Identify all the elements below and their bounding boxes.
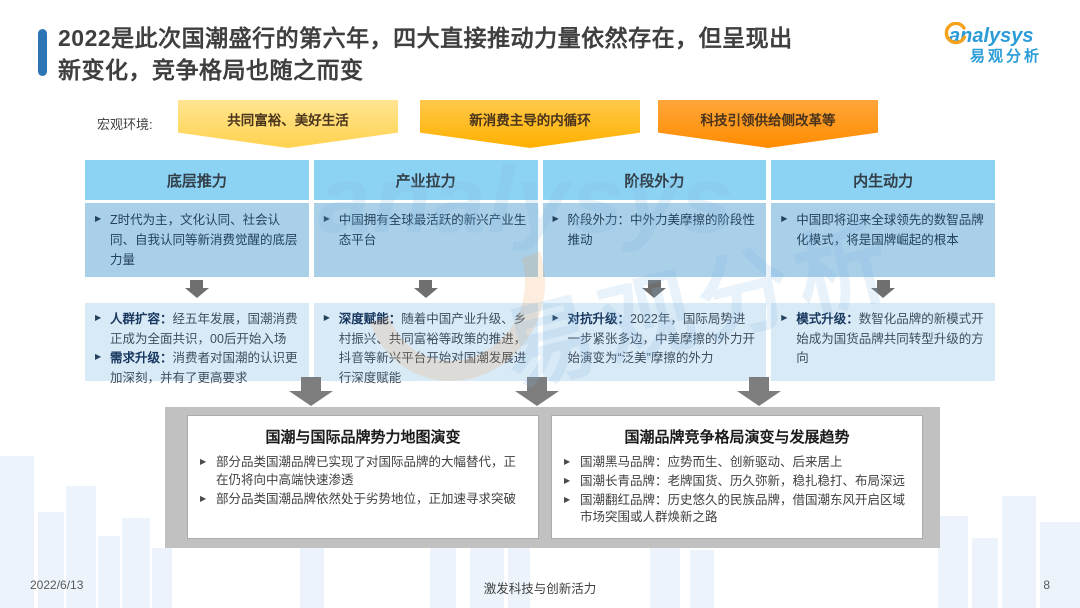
flow-arrows	[85, 377, 995, 407]
bullet-arrow-icon: ▶	[200, 457, 207, 466]
logo-wordmark: analysys	[944, 22, 1034, 48]
macro-banner-new-consumption: 新消费主导的内循环	[420, 100, 640, 148]
column-header-industry-pull: 产业拉力	[313, 160, 538, 200]
logo-swoosh-icon	[944, 22, 967, 45]
footer-date: 2022/6/13	[30, 578, 84, 592]
force-cell: ▶中国拥有全球最活跃的新兴产业生态平台	[313, 203, 538, 277]
outcome-box-brand-map: 国潮与国际品牌势力地图演变 ▶部分品类国潮品牌已实现了对国际品牌的大幅替代，正在…	[187, 415, 539, 539]
force-cell: ▶Z时代为主，文化认同、社会认同、自我认同等新消费觉醒的底层力量	[85, 203, 309, 277]
down-arrow-icon	[515, 377, 559, 406]
bullet-arrow-icon: ▶	[323, 214, 330, 223]
title-accent-bar	[38, 29, 47, 76]
down-arrow-icon	[413, 280, 438, 298]
bullet-arrow-icon: ▶	[564, 494, 571, 504]
bullet-arrow-icon: ▶	[552, 313, 559, 322]
bullet-arrow-icon: ▶	[323, 313, 330, 322]
page-title: 2022是此次国潮盛行的第六年，四大直接推动力量依然存在，但呈现出新变化，竞争格…	[58, 25, 793, 83]
macro-banner-tech-supply-reform: 科技引领供给侧改革等	[658, 100, 878, 148]
banner-text: 科技引领供给侧改革等	[700, 113, 836, 128]
bullet-arrow-icon: ▶	[95, 313, 102, 322]
bullet-arrow-icon: ▶	[200, 493, 207, 503]
bullet-arrow-icon: ▶	[95, 352, 102, 361]
bullet-arrow-icon: ▶	[564, 475, 571, 485]
outcome-panel: 国潮与国际品牌势力地图演变 ▶部分品类国潮品牌已实现了对国际品牌的大幅替代，正在…	[165, 407, 940, 548]
macro-env-label: 宏观环境:	[97, 117, 153, 132]
banner-text: 共同富裕、美好生活	[227, 113, 349, 128]
banner-text: 新消费主导的内循环	[469, 113, 591, 128]
change-cell: ▶人群扩容：经五年发展，国潮消费正成为全面共识，00后开始入场 ▶需求升级：消费…	[85, 303, 309, 385]
force-cell: ▶阶段外力：中外力美摩擦的阶段性推动	[542, 203, 767, 277]
outcome-box-competition-trend: 国潮品牌竞争格局演变与发展趋势 ▶国潮黑马品牌：应势而生、创新驱动、后来居上 ▶…	[551, 415, 923, 539]
outcome-box-title: 国潮与国际品牌势力地图演变	[265, 429, 461, 446]
bullet-arrow-icon: ▶	[95, 214, 102, 223]
change-cell: ▶深度赋能：随着中国产业升级、乡村振兴、共同富裕等政策的推进，抖音等新兴平台开始…	[313, 303, 538, 385]
down-arrow-icon	[184, 280, 209, 298]
force-cell: ▶中国即将迎来全球领先的数智品牌化模式，将是国牌崛起的根本	[771, 203, 995, 277]
column-header-stage-external: 阶段外力	[542, 160, 767, 200]
page-number: 8	[1043, 578, 1050, 592]
change-cell: ▶对抗升级：2022年，国际局势进一步紧张多边，中美摩擦的外力开始演变为“泛美”…	[542, 303, 767, 381]
outcome-box-title: 国潮品牌竞争格局演变与发展趋势	[624, 429, 850, 446]
column-header-bottom-push: 底层推力	[85, 160, 309, 200]
down-arrow-icon	[737, 377, 781, 406]
bullet-arrow-icon: ▶	[781, 313, 788, 322]
bullet-arrow-icon: ▶	[564, 457, 571, 466]
macro-banner-common-prosperity: 共同富裕、美好生活	[178, 100, 398, 148]
column-header-endogenous: 内生动力	[771, 160, 995, 200]
change-cell: ▶模式升级：数智化品牌的新模式开始成为国货品牌共同转型升级的方向	[771, 303, 995, 381]
analysys-logo: analysys 易观分析	[944, 22, 1071, 66]
logo-chinese-name: 易观分析	[970, 48, 1043, 65]
footer-slogan: 激发科技与创新活力	[483, 582, 597, 596]
bullet-arrow-icon: ▶	[552, 214, 559, 223]
down-arrow-icon	[642, 280, 667, 298]
down-arrow-icon	[871, 280, 896, 298]
down-arrow-icon	[289, 377, 333, 406]
forces-table: 底层推力 产业拉力 阶段外力 内生动力 ▶Z时代为主，文化认同、社会认同、自我认…	[85, 160, 995, 385]
bullet-arrow-icon: ▶	[781, 214, 788, 223]
